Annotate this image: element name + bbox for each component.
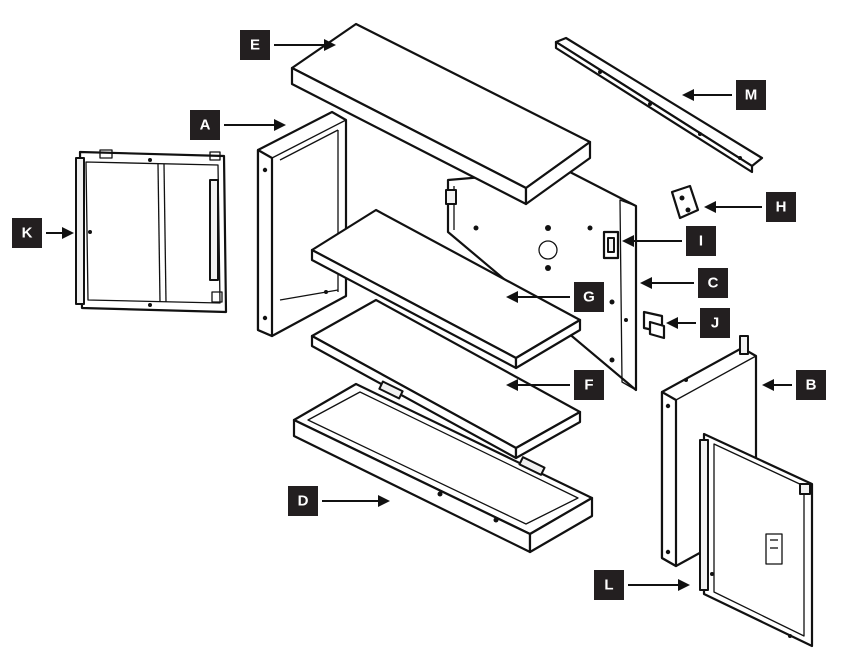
callout-m-label: M (745, 87, 758, 104)
callout-h: H (704, 192, 796, 222)
callout-e: E (240, 30, 336, 60)
callout-f: F (506, 370, 604, 400)
callout-a-label: A (200, 117, 211, 134)
part-k-door (75, 149, 228, 314)
callout-j: J (666, 308, 730, 338)
callout-m: M (682, 80, 766, 110)
callout-g: G (506, 282, 604, 312)
callout-d: D (288, 486, 390, 516)
callout-f-label: F (584, 377, 593, 394)
callout-k: K (12, 218, 74, 248)
part-d-bottom-base (292, 380, 594, 554)
part-l-door (699, 432, 814, 648)
part-h-bracket-plate (670, 184, 700, 220)
callout-g-label: G (583, 289, 595, 306)
part-c-back-panel (445, 168, 638, 392)
part-m-top-rail (554, 36, 764, 174)
part-j-hinge-clip (642, 310, 666, 340)
callout-i: I (622, 226, 716, 256)
callout-c: C (640, 268, 728, 298)
part-a-left-side-panel (256, 110, 348, 338)
callout-b-label: B (806, 377, 817, 394)
part-g-upper-shelf (310, 208, 582, 370)
callout-d-label: D (298, 493, 309, 510)
callout-l-label: L (604, 577, 613, 594)
callout-j-label: J (711, 315, 719, 332)
callout-labels: E A K M H (12, 30, 826, 600)
callout-h-label: H (776, 199, 787, 216)
part-f-lower-shelf (310, 298, 582, 460)
callout-k-label: K (22, 225, 33, 242)
part-i-latch (602, 230, 620, 260)
callout-i-label: I (699, 233, 703, 250)
part-e-top-panel (290, 22, 592, 206)
callout-a: A (190, 110, 286, 140)
callout-b: B (762, 370, 826, 400)
callout-l: L (594, 570, 690, 600)
callout-c-label: C (708, 275, 719, 292)
callout-e-label: E (250, 37, 260, 54)
